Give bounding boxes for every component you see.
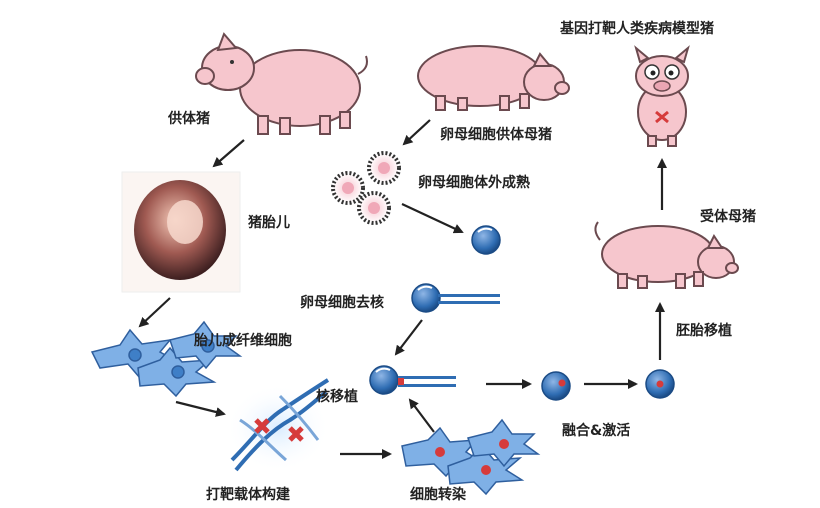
label-oocyte-donor-sow: 卵母细胞供体母猪 [440, 127, 552, 143]
transfected-cells-illustration [401, 418, 541, 496]
enucleation-illustration [411, 283, 500, 313]
label-targeting-vector: 打靶载体构建 [206, 487, 290, 503]
label-donor-pig: 供体猪 [168, 111, 210, 127]
mature-oocyte [471, 225, 501, 255]
nuclear-transfer-illustration [369, 365, 456, 395]
process-arrows [138, 119, 667, 459]
label-fetal-fibroblast: 胎儿成纤维细胞 [194, 333, 292, 349]
arrow-enucleation-to-nuclear-transfer [394, 319, 423, 356]
arrow-transfection-to-nuclear-transfer [408, 398, 435, 433]
label-oocyte-maturation: 卵母细胞体外成熟 [418, 175, 530, 191]
arrow-fetus-to-fibroblast [138, 297, 171, 328]
donor-pig-illustration [195, 32, 368, 135]
label-model-pig: 基因打靶人类疾病模型猪 [560, 21, 714, 37]
recipient-sow-illustration [594, 221, 739, 289]
label-embryo-transfer: 胚胎移植 [676, 323, 732, 339]
model-pig-illustration [634, 45, 690, 147]
label-cell-transfection: 细胞转染 [410, 487, 466, 503]
label-nuclear-transfer: 核移植 [316, 389, 358, 405]
fibroblast-cells-illustration [90, 320, 243, 398]
label-recipient-sow: 受体母猪 [700, 209, 756, 225]
fused-cell [541, 371, 571, 401]
pig-fetus-illustration [121, 171, 241, 293]
activated-embryo [645, 369, 675, 399]
label-pig-fetus: 猪胎儿 [248, 215, 290, 231]
oocyte-donor-sow-illustration [417, 45, 570, 111]
dna-targeting-vector-illustration [226, 378, 330, 472]
arrow-fibroblast-to-vector [175, 400, 226, 417]
maturing-oocytes-illustration [331, 151, 401, 225]
arrow-oocytes-to-mature [401, 203, 464, 234]
label-oocyte-enucleation: 卵母细胞去核 [300, 295, 384, 311]
arrow-sow-to-oocytes [402, 119, 431, 146]
label-fusion-activation: 融合&激活 [562, 423, 631, 439]
arrow-donor-to-fetus [212, 139, 245, 168]
